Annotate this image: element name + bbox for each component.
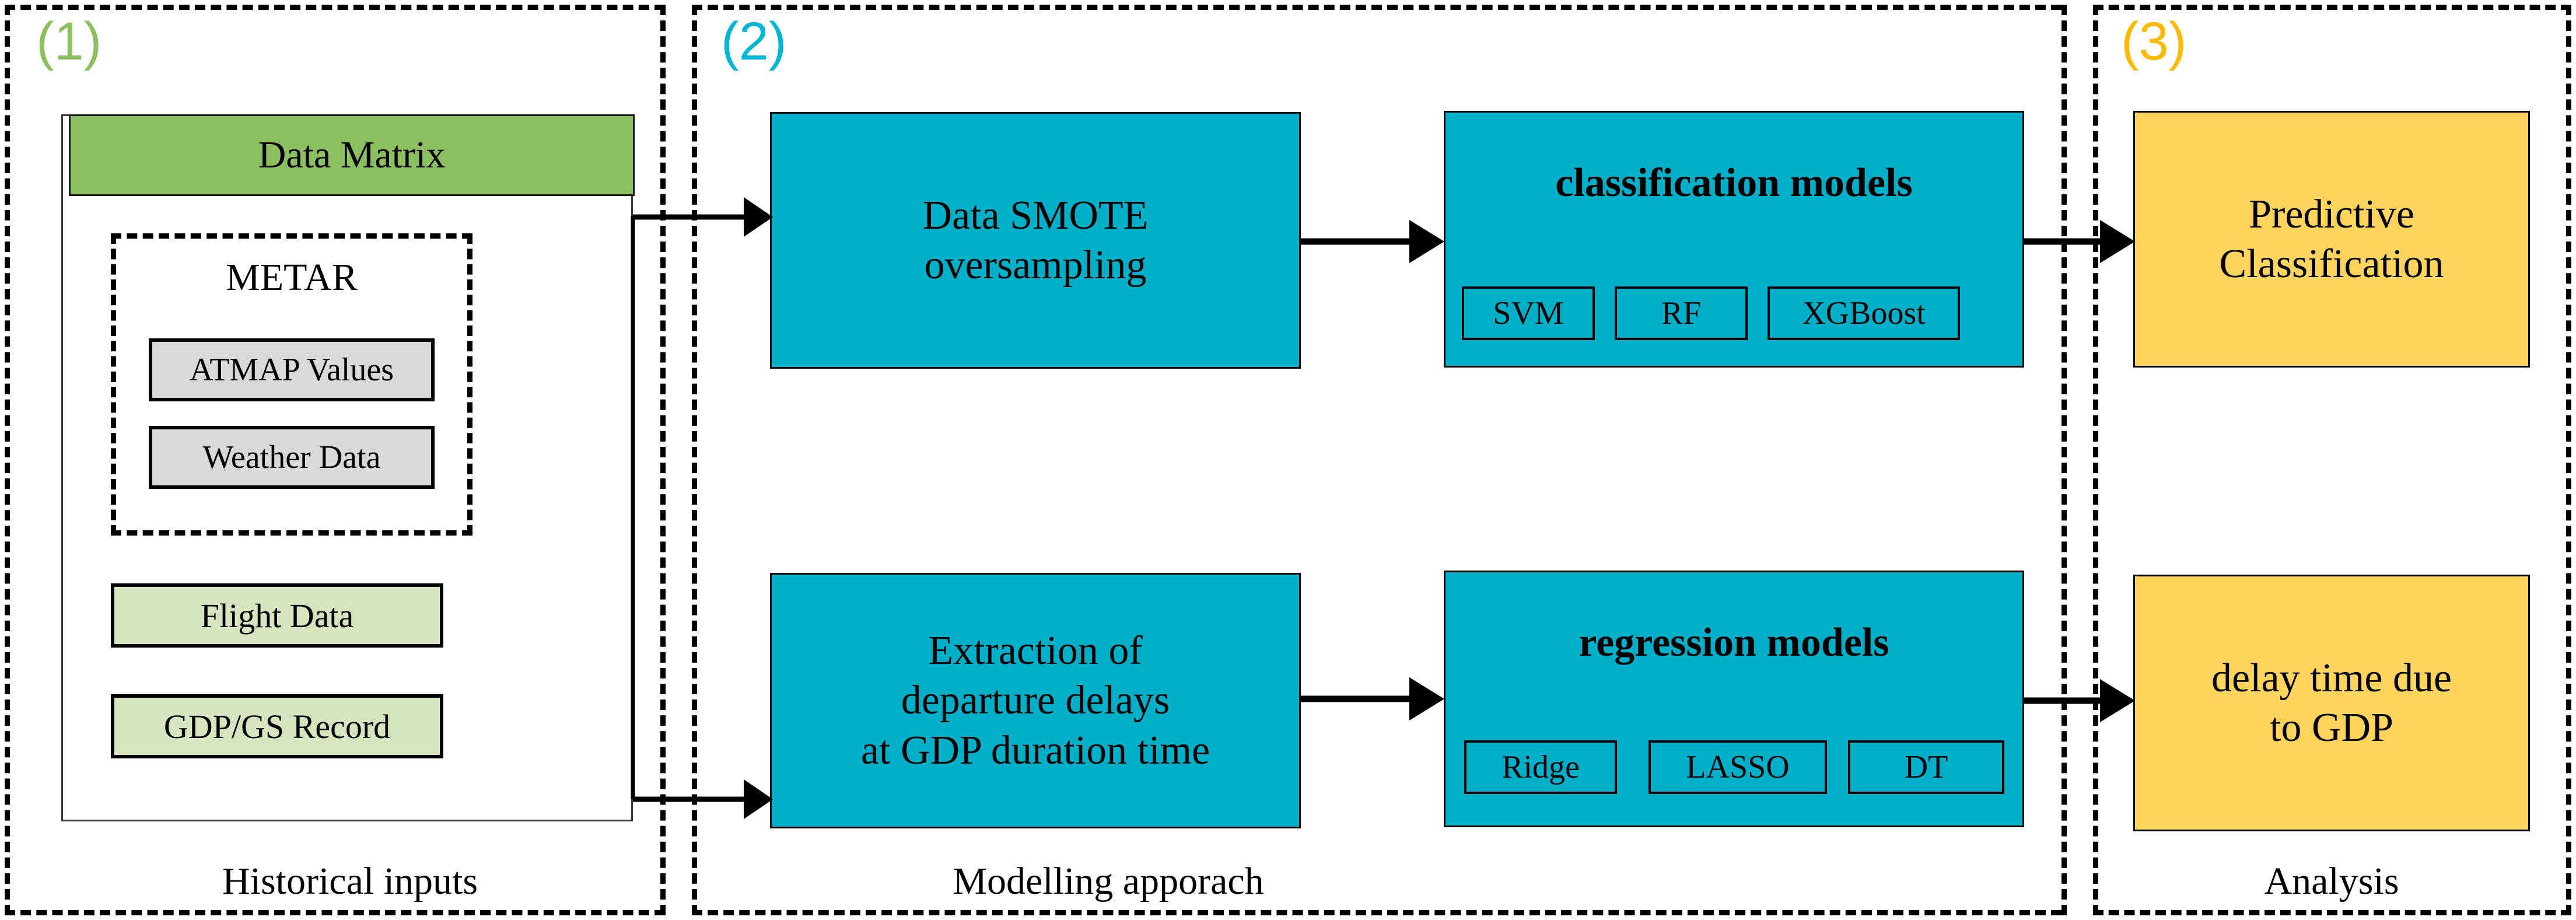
connector-regression-to-output — [2023, 679, 2137, 726]
model-chip-dt-label: DT — [1904, 748, 1948, 785]
section3-left-divider — [2093, 5, 2098, 915]
chip-weather-data-label: Weather Data — [202, 439, 381, 475]
stage-index-2: (2) — [721, 12, 787, 71]
section-frame-historical-inputs — [5, 5, 665, 915]
section2-right-divider — [2062, 5, 2067, 915]
model-chip-xgboost-label: XGBoost — [1802, 295, 1926, 331]
model-chip-lasso[interactable]: LASSO — [1648, 740, 1827, 794]
model-chip-xgboost[interactable]: XGBoost — [1768, 286, 1960, 340]
section2-left-divider — [692, 5, 697, 915]
stage-index-3: (3) — [2121, 12, 2187, 71]
chip-atmap-values[interactable]: ATMAP Values — [149, 338, 435, 401]
model-chip-ridge[interactable]: Ridge — [1464, 740, 1617, 794]
output-predictive-line1: Predictive — [2249, 191, 2414, 237]
regression-models-box[interactable]: regression models Ridge LASSO DT — [1444, 571, 2024, 827]
caption-historical-inputs: Historical inputs — [222, 860, 478, 902]
caption-analysis: Analysis — [2264, 860, 2399, 902]
chip-gdp-gs-record-label: GDP/GS Record — [163, 707, 391, 746]
chip-flight-data[interactable]: Flight Data — [111, 583, 443, 648]
chip-atmap-values-label: ATMAP Values — [189, 352, 394, 388]
process-extraction-delays[interactable]: Extraction of departure delays at GDP du… — [770, 573, 1301, 828]
model-chip-rf-label: RF — [1661, 295, 1702, 331]
model-chip-dt[interactable]: DT — [1848, 740, 2004, 794]
stage-index-1: (1) — [36, 12, 102, 71]
metar-group — [111, 233, 473, 536]
process-extraction-line3: at GDP duration time — [860, 727, 1210, 773]
process-data-smote-line2: oversampling — [924, 243, 1147, 288]
chip-weather-data[interactable]: Weather Data — [149, 426, 435, 489]
data-matrix-header: Data Matrix — [69, 114, 635, 196]
chip-gdp-gs-record[interactable]: GDP/GS Record — [111, 694, 443, 758]
connector-extraction-to-regression — [1301, 677, 1447, 725]
output-predictive-classification[interactable]: Predictive Classification — [2133, 111, 2530, 368]
section1-right-divider — [660, 5, 666, 915]
process-extraction-line2: departure delays — [901, 678, 1170, 723]
output-delay-line2: to GDP — [2270, 705, 2393, 750]
model-chip-rf[interactable]: RF — [1615, 286, 1748, 340]
data-matrix-label: Data Matrix — [258, 134, 446, 176]
model-chip-svm[interactable]: SVM — [1462, 286, 1595, 340]
classification-models-title: classification models — [1555, 160, 1913, 205]
model-chip-ridge-label: Ridge — [1502, 748, 1580, 785]
regression-models-title: regression models — [1578, 620, 1889, 665]
process-extraction-line1: Extraction of — [928, 628, 1143, 673]
model-chip-lasso-label: LASSO — [1686, 748, 1790, 785]
section-frame-analysis — [2093, 5, 2571, 915]
caption-modelling-approach: Modelling apporach — [953, 860, 1264, 902]
chip-flight-data-label: Flight Data — [200, 596, 354, 635]
metar-title: METAR — [226, 256, 358, 299]
connector-smote-to-classification — [1301, 220, 1447, 267]
connector-classification-to-output — [2023, 220, 2137, 267]
model-chip-svm-label: SVM — [1493, 295, 1564, 331]
process-data-smote[interactable]: Data SMOTE oversampling — [770, 112, 1301, 369]
process-data-smote-line1: Data SMOTE — [922, 193, 1149, 238]
classification-models-box[interactable]: classification models SVM RF XGBoost — [1444, 111, 2024, 368]
output-delay-time-gdp[interactable]: delay time due to GDP — [2133, 575, 2530, 831]
section-frame-modelling-approach — [692, 5, 2062, 915]
output-delay-line1: delay time due — [2211, 655, 2452, 701]
connector-inputs-split — [631, 197, 779, 819]
output-predictive-line2: Classification — [2219, 242, 2444, 286]
